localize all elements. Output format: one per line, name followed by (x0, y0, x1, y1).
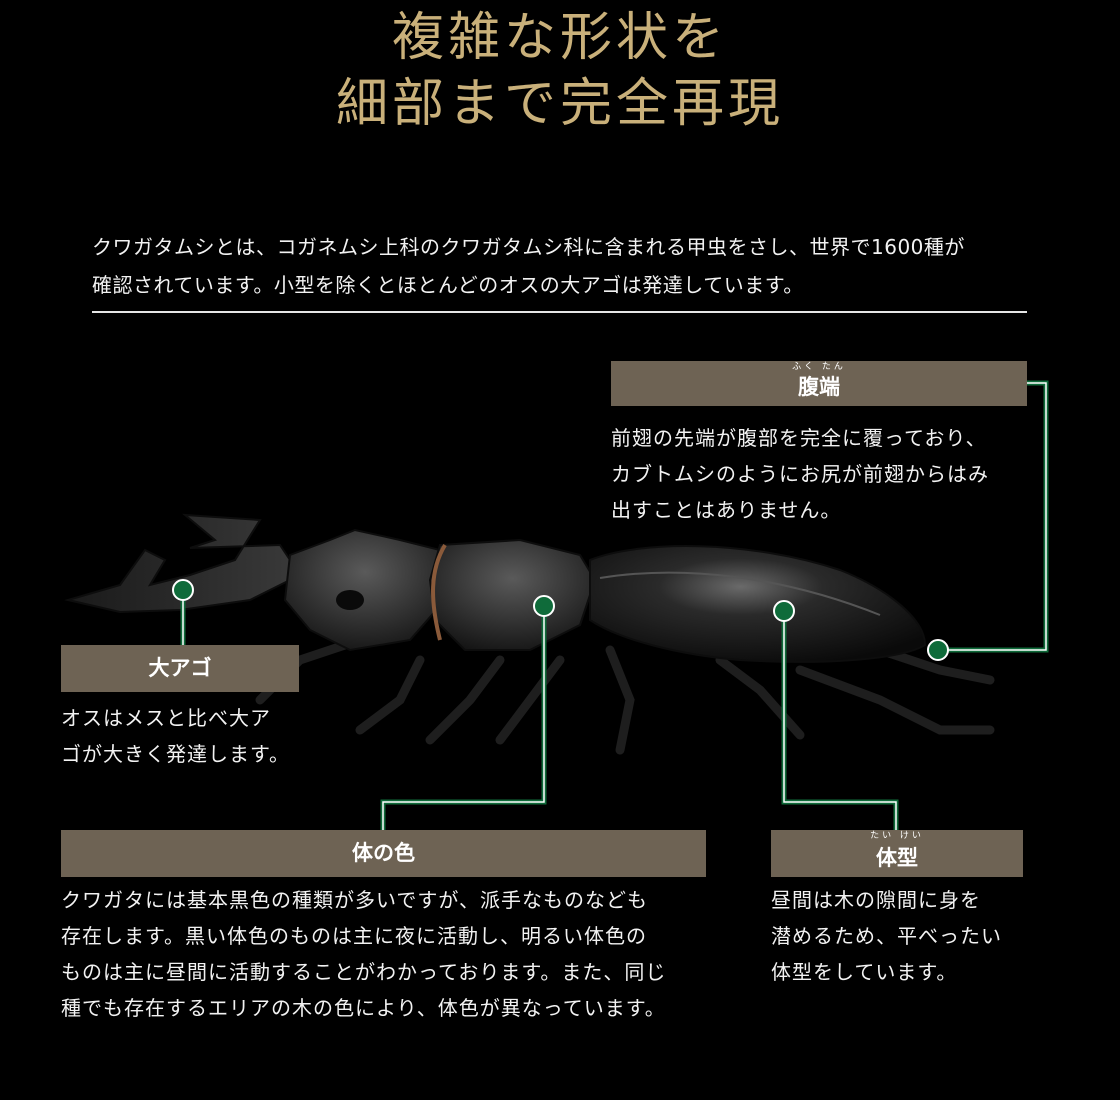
elytra-ridge (599, 571, 881, 616)
marker-abdomen-tip[interactable] (927, 639, 949, 661)
callout-text-mandible: オスはメスと比べ大ア ゴが大きく発達します。 (61, 700, 321, 772)
beetle-pronotum (428, 538, 597, 651)
text-line: 体型をしています。 (771, 960, 958, 984)
text-line: 昼間は木の隙間に身を (771, 888, 981, 912)
pronotum-edge (431, 543, 447, 641)
eye (336, 590, 364, 610)
ruby-abdomen-tip: ふく たん (792, 362, 846, 372)
page-title-line-1: 複雑な形状を (391, 8, 728, 68)
marker-dots (172, 579, 949, 661)
callout-text-body-shape: 昼間は木の隙間に身を 潜めるため、平べったい 体型をしています。 (771, 882, 1071, 990)
text-line: 潜めるため、平べったい (771, 924, 1002, 948)
intro-paragraph: クワガタムシとは、コガネムシ上科のクワガタムシ科に含まれる甲虫をさし、世界で16… (92, 228, 1032, 304)
ruby-body-shape: たい けい (870, 831, 924, 841)
leader-lines (180, 380, 1049, 830)
marker-body-color[interactable] (533, 595, 555, 617)
callout-text-abdomen-tip: 前翅の先端が腹部を完全に覆っており、 カブトムシのようにお尻が前翅からはみ 出す… (611, 420, 1041, 528)
callout-header-body-shape: たい けい 体型 (771, 830, 1023, 877)
callout-label-abdomen-tip: 腹端 (798, 375, 840, 399)
text-line: 前翅の先端が腹部を完全に覆っており、 (611, 426, 987, 450)
page-title-line-2: 細部まで完全再現 (335, 74, 784, 134)
beetle-head (283, 528, 447, 652)
marker-body-shape[interactable] (773, 600, 795, 622)
callout-label-body-shape: 体型 (876, 846, 918, 870)
callout-header-body-color: 体の色 (61, 830, 706, 877)
mandible-shape (64, 513, 302, 614)
callout-header-abdomen-tip: ふく たん 腹端 (611, 361, 1027, 406)
marker-mandible[interactable] (172, 579, 194, 601)
text-line: オスはメスと比べ大ア (61, 706, 271, 730)
text-line: 存在します。黒い体色のものは主に夜に活動し、明るい体色の (61, 924, 647, 948)
text-line: カブトムシのようにお尻が前翅からはみ (611, 462, 989, 486)
beetle-elytra (589, 545, 927, 663)
intro-line-2: 確認されています。小型を除くとほとんどのオスの大アゴは発達しています。 (92, 273, 804, 297)
text-line: クワガタには基本黒色の種類が多いですが、派手なものなども (61, 888, 648, 912)
divider (92, 311, 1027, 313)
intro-line-1: クワガタムシとは、コガネムシ上科のクワガタムシ科に含まれる甲虫をさし、世界で16… (92, 235, 965, 259)
callout-header-mandible: 大アゴ (61, 645, 299, 692)
text-line: 種でも存在するエリアの木の色により、体色が異なっています。 (61, 996, 666, 1020)
text-line: ゴが大きく発達します。 (61, 742, 290, 766)
callout-text-body-color: クワガタには基本黒色の種類が多いですが、派手なものなども 存在します。黒い体色の… (61, 882, 731, 1026)
callout-label-body-color: 体の色 (352, 841, 415, 865)
callout-label-mandible: 大アゴ (148, 656, 212, 680)
text-line: ものは主に昼間に活動することがわかっております。また、同じ (61, 960, 667, 984)
text-line: 出すことはありません。 (611, 498, 842, 522)
